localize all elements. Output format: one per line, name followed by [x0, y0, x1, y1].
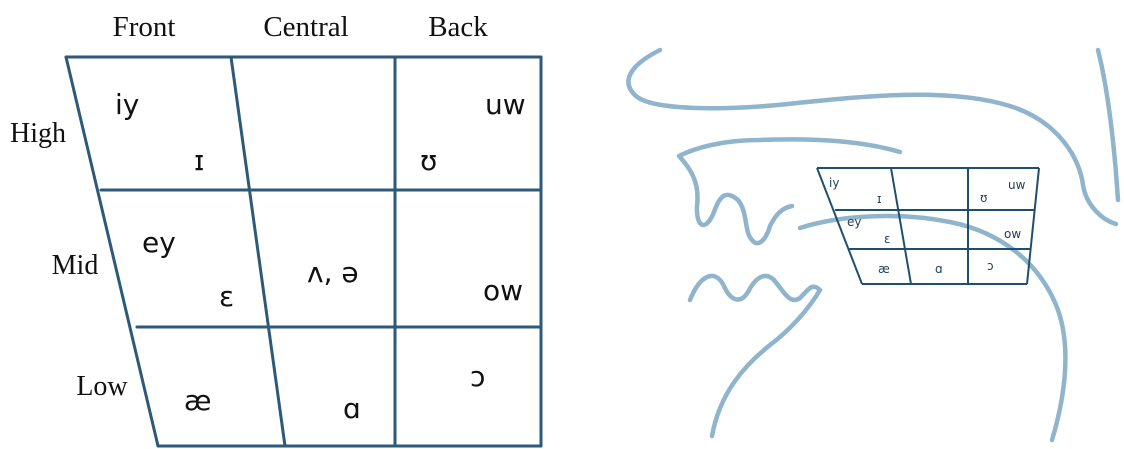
- back-wall-outline: [1098, 50, 1118, 200]
- mini-vowel-uw: uw: [1008, 178, 1026, 192]
- vowel-open-e: ɛ: [219, 280, 234, 313]
- column-header-back: Back: [428, 11, 488, 43]
- mini-vowel-ey: ey: [847, 215, 861, 229]
- mouth-illustration: iy ɪ ʊ uw ey ɛ ow æ ɑ ɔ: [628, 50, 1118, 440]
- mini-vowel-open-o: ɔ: [987, 259, 994, 273]
- vowel-script-a: ɑ: [343, 392, 361, 425]
- mini-vowel-iy: iy: [829, 176, 839, 190]
- mini-vowel-small-capital-i: ɪ: [877, 192, 881, 206]
- mini-vowel-ash: æ: [878, 262, 890, 276]
- vowel-ey: ey: [142, 226, 176, 259]
- row-label-mid: Mid: [52, 250, 99, 281]
- row-label-high: High: [10, 118, 66, 149]
- mini-vowel-upsilon: ʊ: [980, 191, 987, 205]
- vowel-upsilon: ʊ: [420, 144, 437, 177]
- row-label-low: Low: [76, 371, 128, 402]
- vowel-iy: iy: [115, 88, 139, 121]
- mouth-vowel-grid: iy ɪ ʊ uw ey ɛ ow æ ɑ ɔ: [817, 168, 1039, 284]
- grid-front-central-divider: [231, 57, 285, 446]
- palate-outline: [628, 50, 1116, 224]
- upper-teeth-outline: [679, 139, 900, 243]
- vowel-chart: Front Central Back High Mid Low iy ɪ uw …: [10, 11, 541, 446]
- vowel-uw: uw: [485, 88, 526, 121]
- lower-lip-outline: [690, 276, 820, 436]
- column-header-central: Central: [263, 11, 348, 43]
- mini-vowel-ow: ow: [1004, 227, 1021, 241]
- mini-grid-front-central: [891, 168, 911, 284]
- vowel-ow: ow: [483, 274, 523, 307]
- vowel-open-o: ɔ: [470, 360, 485, 393]
- vowel-small-capital-i: ɪ: [194, 144, 204, 177]
- vowel-wedge-schwa: ʌ, ə: [307, 256, 359, 289]
- vowel-ash: æ: [184, 384, 212, 417]
- mini-vowel-script-a: ɑ: [935, 262, 943, 276]
- column-header-front: Front: [113, 11, 176, 43]
- mini-vowel-open-e: ɛ: [884, 232, 891, 246]
